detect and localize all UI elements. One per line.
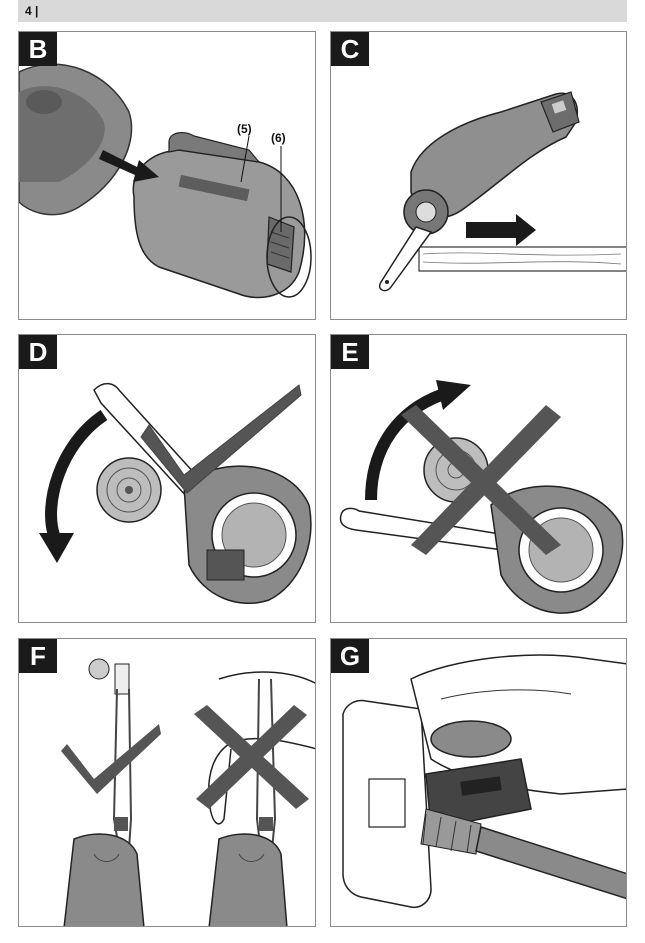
cutting-wood-illustration xyxy=(379,91,626,292)
header-bar xyxy=(18,0,627,22)
correct-chain-mounting-illustration xyxy=(39,382,312,604)
battery-insertion-illustration xyxy=(19,63,312,299)
figure-panel-d: D xyxy=(18,334,316,623)
figure-panel-b: B (5) (6) xyxy=(18,31,316,320)
figure-label-c: C xyxy=(331,32,369,66)
figure-label-e: E xyxy=(331,335,369,369)
cleaning-illustration xyxy=(342,654,626,909)
figure-label-b: B xyxy=(19,32,57,66)
figure-label-f: F xyxy=(19,639,57,673)
page-number: 4 | xyxy=(25,4,39,18)
callout-5: (5) xyxy=(237,122,252,136)
lanyard-use-illustration xyxy=(61,658,315,926)
figure-label-g: G xyxy=(331,639,369,673)
figure-panel-f: F xyxy=(18,638,316,927)
callout-6: (6) xyxy=(271,131,286,145)
figure-panel-e: E xyxy=(330,334,627,623)
figure-panel-c: C xyxy=(330,31,627,320)
figure-label-d: D xyxy=(19,335,57,369)
incorrect-chain-mounting-illustration xyxy=(339,380,624,614)
figure-panel-g: G xyxy=(330,638,627,927)
